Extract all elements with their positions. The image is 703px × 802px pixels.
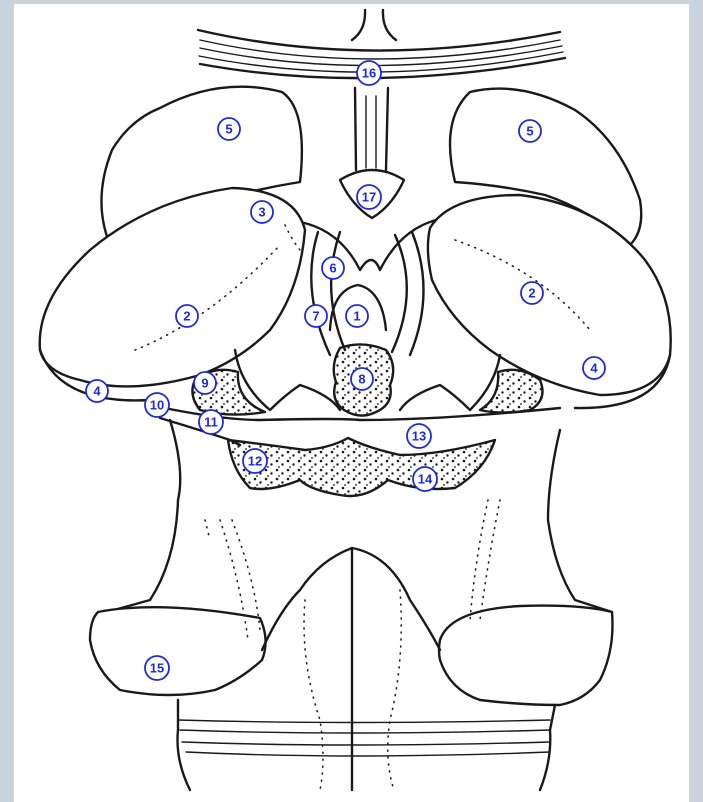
stippled-region-9-right (480, 370, 542, 413)
marker-4-right: 4 (583, 357, 605, 379)
svg-text:5: 5 (526, 124, 533, 139)
svg-text:9: 9 (201, 376, 208, 391)
svg-text:8: 8 (358, 372, 365, 387)
svg-text:2: 2 (183, 309, 190, 324)
svg-text:2: 2 (528, 286, 535, 301)
svg-text:10: 10 (150, 398, 164, 413)
marker-7: 7 (305, 305, 327, 327)
marker-1: 1 (346, 305, 368, 327)
marker-11: 11 (199, 410, 223, 434)
marker-17: 17 (357, 185, 381, 209)
svg-text:17: 17 (362, 190, 376, 205)
svg-text:3: 3 (258, 205, 265, 220)
marker-13: 13 (407, 424, 431, 448)
marker-5-right: 5 (519, 120, 541, 142)
svg-text:1: 1 (353, 309, 360, 324)
svg-text:4: 4 (590, 361, 598, 376)
svg-text:6: 6 (329, 261, 336, 276)
marker-10: 10 (145, 393, 169, 417)
marker-3: 3 (251, 201, 273, 223)
svg-text:11: 11 (204, 415, 218, 430)
svg-text:13: 13 (412, 429, 426, 444)
svg-text:12: 12 (248, 454, 262, 469)
marker-9: 9 (194, 372, 216, 394)
marker-16: 16 (357, 61, 381, 85)
svg-text:7: 7 (312, 309, 319, 324)
marker-2-right: 2 (521, 282, 543, 304)
marker-6: 6 (322, 257, 344, 279)
central-structures (300, 220, 436, 355)
marker-4-left: 4 (86, 380, 108, 402)
svg-text:15: 15 (150, 661, 164, 676)
svg-text:14: 14 (418, 472, 433, 487)
lower-body (90, 500, 613, 790)
marker-8: 8 (351, 368, 373, 390)
svg-text:5: 5 (225, 122, 232, 137)
marker-15: 15 (145, 656, 169, 680)
marker-2-left: 2 (176, 305, 198, 327)
stippled-band-12-14 (228, 438, 495, 496)
marker-14: 14 (413, 467, 437, 491)
svg-text:4: 4 (93, 384, 101, 399)
optic-bundle (198, 10, 565, 78)
marker-5-left: 5 (218, 118, 240, 140)
marker-12: 12 (243, 449, 267, 473)
svg-text:16: 16 (362, 66, 376, 81)
